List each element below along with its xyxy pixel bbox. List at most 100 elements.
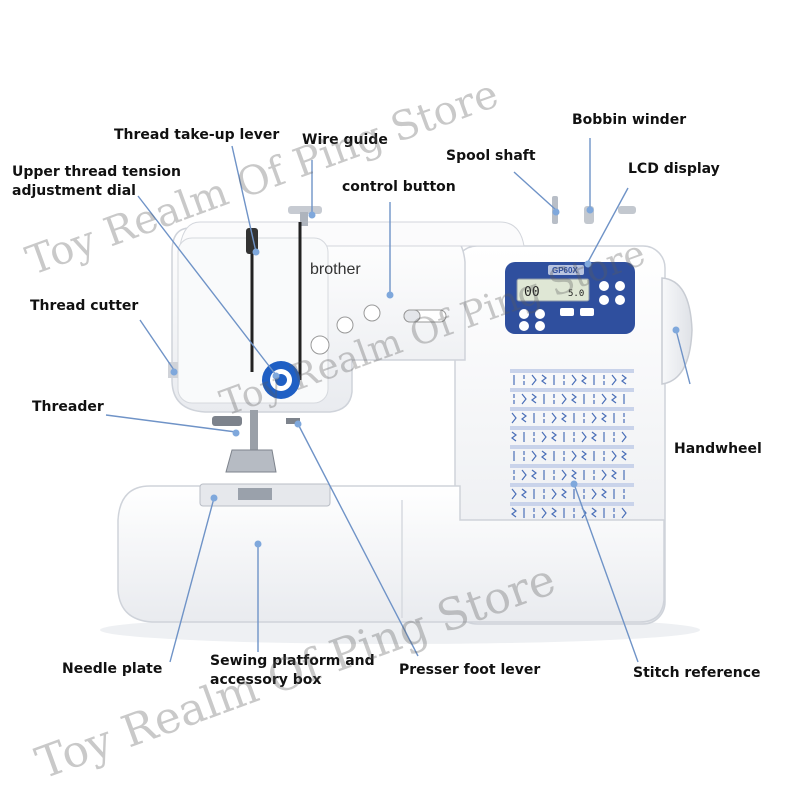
stitch-pattern-icon: [601, 412, 607, 423]
lcd-width: 5.0: [568, 289, 584, 299]
panel-button-7[interactable]: [519, 321, 529, 331]
label-wire-guide: Wire guide: [302, 132, 388, 148]
stitch-pattern-icon: [611, 469, 617, 480]
stitch-pattern-icon: [581, 431, 587, 443]
lcd-display: [516, 278, 590, 302]
label-sewing-platform-1: Sewing platform and: [210, 653, 375, 669]
label-stitch-reference: Stitch reference: [633, 665, 761, 681]
dot-threader: [232, 429, 240, 437]
dot-needle-plate: [210, 494, 218, 502]
stitch-pattern-icon: [621, 374, 627, 385]
stitch-pattern-icon: [561, 412, 567, 423]
model-name: GP60X: [552, 266, 578, 275]
stitch-pattern-icon: [531, 374, 537, 386]
stitch-pattern-icon: [621, 450, 627, 461]
presser-foot-lever[interactable]: [286, 418, 300, 424]
stitch-row-band: [510, 369, 634, 373]
machine-base: [117, 485, 665, 623]
stitch-pattern-icon: [581, 450, 587, 461]
needle-position-button[interactable]: [363, 304, 381, 322]
stitch-pattern-icon: [571, 374, 577, 386]
needle-bar: [250, 410, 258, 456]
label-lcd-display: LCD display: [628, 161, 720, 177]
stitch-pattern-icon: [521, 412, 527, 423]
stitch-row-band: [510, 464, 634, 468]
label-upper-thread-tension-1: Upper thread tension: [12, 164, 181, 180]
leader-spool-shaft: [513, 171, 557, 211]
stitch-reference-chart: [510, 369, 634, 519]
panel-button-3[interactable]: [599, 295, 609, 305]
dot-spool-shaft: [552, 208, 560, 216]
panel-button-9[interactable]: [560, 308, 574, 316]
leader-upper-thread-tension: [137, 195, 277, 376]
bobbin-winder-cap: [618, 206, 636, 214]
stitch-pattern-icon: [551, 488, 557, 500]
leader-handwheel: [675, 329, 691, 385]
stitch-pattern-icon: [521, 469, 527, 481]
label-bobbin-winder: Bobbin winder: [572, 112, 687, 128]
stitch-pattern-icon: [511, 431, 517, 442]
stitch-pattern-icon: [591, 488, 597, 500]
stitch-pattern-icon: [571, 393, 577, 404]
stitch-pattern-icon: [611, 393, 617, 404]
dot-wire-guide: [308, 211, 316, 219]
stitch-pattern-icon: [531, 393, 537, 404]
presser-foot: [225, 449, 277, 473]
stitch-pattern-icon: [571, 450, 577, 462]
dot-thread-cutter: [170, 368, 178, 376]
stitch-pattern-icon: [511, 412, 517, 424]
stitch-pattern-icon: [611, 450, 617, 462]
leader-presser-foot-lever: [297, 423, 419, 657]
callout-dots: [170, 206, 680, 548]
stitch-row-band: [510, 407, 634, 411]
label-handwheel: Handwheel: [674, 441, 762, 457]
stitch-pattern-icon: [601, 469, 607, 481]
label-thread-takeup-lever: Thread take-up lever: [114, 127, 280, 143]
dot-sewing-platform: [254, 540, 262, 548]
leader-lcd-display: [587, 187, 629, 263]
leader-thread-cutter: [139, 319, 175, 371]
label-sewing-platform-2: accessory box: [210, 672, 322, 688]
leader-stitch-reference: [573, 483, 639, 663]
stitch-pattern-icon: [551, 431, 557, 442]
stitch-pattern-icon: [541, 374, 547, 385]
stitch-pattern-icon: [531, 469, 537, 480]
stitch-pattern-icon: [621, 507, 627, 519]
dot-handwheel: [672, 326, 680, 334]
panel-button-8[interactable]: [535, 321, 545, 331]
wire-guide-stem: [300, 212, 308, 226]
stitch-pattern-icon: [521, 488, 527, 499]
label-thread-cutter: Thread cutter: [30, 298, 139, 314]
stitch-row-band: [510, 502, 634, 506]
dot-control-button: [386, 291, 394, 299]
speed-slider-knob[interactable]: [403, 309, 421, 323]
leader-lines: [105, 138, 691, 663]
stitch-pattern-icon: [531, 450, 537, 462]
thread-path: [250, 222, 302, 380]
label-upper-thread-tension-2: adjustment dial: [12, 183, 136, 199]
panel-button-6[interactable]: [535, 309, 545, 319]
panel-button-5[interactable]: [519, 309, 529, 319]
label-presser-foot-lever: Presser foot lever: [399, 662, 541, 678]
panel-button-4[interactable]: [615, 295, 625, 305]
panel-button-2[interactable]: [615, 281, 625, 291]
leader-threader: [105, 414, 237, 433]
stitch-pattern-icon: [551, 507, 557, 518]
leader-needle-plate: [169, 497, 215, 663]
stitch-pattern-icon: [521, 393, 527, 405]
reverse-button[interactable]: [336, 316, 354, 334]
stitch-pattern-icon: [511, 507, 517, 518]
dot-bobbin-winder: [586, 206, 594, 214]
panel-button-1[interactable]: [599, 281, 609, 291]
label-spool-shaft: Spool shaft: [446, 148, 536, 164]
panel-button-10[interactable]: [580, 308, 594, 316]
stitch-pattern-icon: [601, 488, 607, 499]
start-stop-button[interactable]: [310, 335, 330, 355]
stitch-pattern-icon: [581, 374, 587, 385]
stitch-pattern-icon: [621, 431, 627, 443]
lcd-number: 00: [524, 285, 540, 300]
label-needle-plate: Needle plate: [62, 661, 163, 677]
stitch-pattern-icon: [541, 450, 547, 461]
dot-lcd-display: [584, 260, 592, 268]
